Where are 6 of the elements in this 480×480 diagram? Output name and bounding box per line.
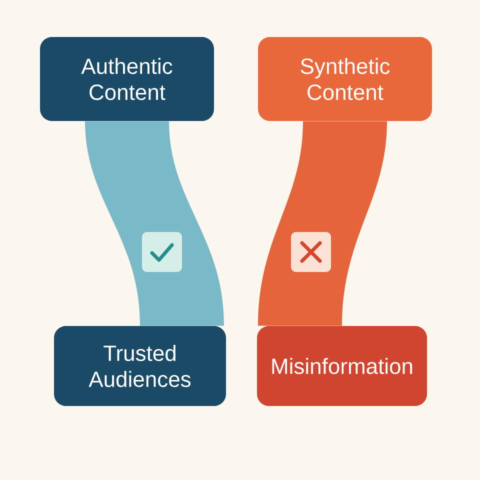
ribbon (85, 121, 224, 326)
label-box: Synthetic Content (258, 37, 432, 121)
ribbon (258, 121, 387, 326)
label-box: Trusted Audiences (54, 326, 226, 406)
label-box: Authentic Content (40, 37, 214, 121)
label-box: Misinformation (257, 326, 427, 406)
